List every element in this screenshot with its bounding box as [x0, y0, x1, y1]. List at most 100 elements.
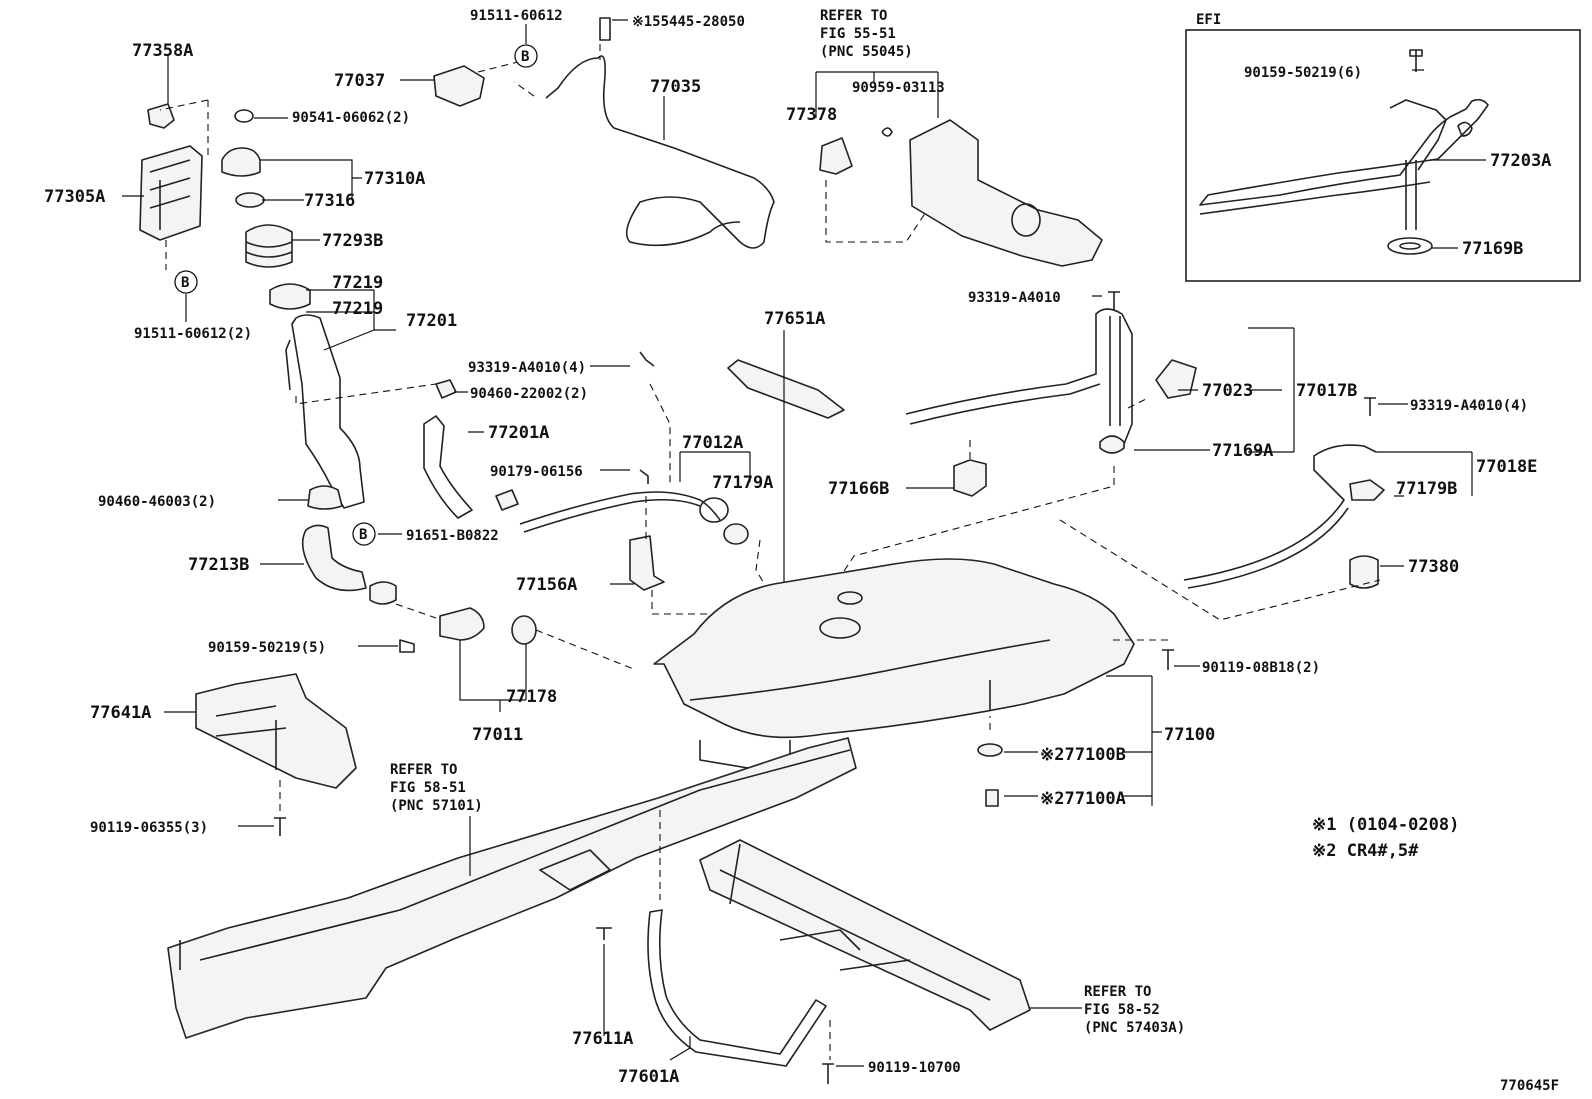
label-77213b: 77213B [188, 555, 249, 575]
label-90460-46: 90460-46003(2) [98, 494, 216, 510]
vent-dash [645, 383, 787, 621]
label-77201: 77201 [406, 311, 457, 331]
efi-inset: EFI 90159-50219(6) 77203A 77169B [1185, 12, 1581, 282]
tank-leaders [1004, 665, 1200, 806]
bolt-90179-part [639, 469, 649, 484]
efi-inset-label: EFI [1196, 12, 1221, 28]
door-77305a-detail [149, 159, 191, 230]
gauge-77017b-part [905, 308, 1133, 445]
bolt-93319-c-part [1364, 397, 1376, 416]
sender-77011-part [439, 607, 485, 641]
ref-right-line3: (PNC 57403A) [1084, 1020, 1185, 1036]
label-77305a: 77305A [44, 187, 105, 207]
callout-b-mid-text: B [359, 527, 367, 543]
note-1: ※1 (0104-0208) [1312, 815, 1459, 835]
filler-pipe-leaders [306, 289, 396, 351]
label-93319-a: 93319-A4010 [968, 290, 1061, 306]
callout-b-top-text: B [521, 49, 529, 65]
gasket-77100b-part [977, 743, 1003, 757]
bolt-90119-08-part [1162, 649, 1174, 670]
filler-door-dash [159, 99, 209, 270]
label-77178: 77178 [506, 687, 557, 707]
clamp-pipe-part [495, 489, 519, 511]
label-155445: ※155445-28050 [632, 14, 745, 30]
ref-right-line2: FIG 58-52 [1084, 1002, 1160, 1018]
label-93319-c: 93319-A4010(4) [1410, 398, 1528, 414]
tube-77012a-part [519, 491, 721, 533]
label-77293b: 77293B [322, 231, 383, 251]
bolt-90119-10-part [822, 1063, 834, 1084]
gasket-77169b-part [1387, 237, 1433, 255]
label-77156a: 77156A [516, 575, 577, 595]
label-91511-left: 91511-60612(2) [134, 326, 252, 342]
ref-top-line1: REFER TO [820, 8, 887, 24]
gasket-77169b-hole [1399, 242, 1421, 250]
callout-b-top [514, 44, 538, 68]
bracket-77023-part [1155, 359, 1197, 399]
label-90159-5: 90159-50219(5) [208, 640, 326, 656]
label-90959: 90959-03113 [852, 80, 945, 96]
gasket-77179a-part [723, 523, 749, 545]
label-77100: 77100 [1164, 725, 1215, 745]
frame-57403a-details [719, 843, 991, 1001]
label-77651a: 77651A [764, 309, 825, 329]
callout-b-left [174, 270, 198, 294]
gasket-77169a-part [1099, 435, 1125, 454]
frame-57101-details [179, 749, 851, 970]
protector-group: REFER TO FIG 55-51 (PNC 55045) 90959-031… [786, 8, 1103, 267]
bolt-93319-b-part [639, 351, 655, 367]
bolt-inset-part [1409, 49, 1423, 72]
bolt-93319-a-part [1108, 291, 1120, 310]
opener-group: B 91511-60612 ※155445-28050 77037 77035 [334, 8, 775, 249]
clamp-90460-46-part [307, 485, 343, 510]
lower-left-leaders [358, 640, 527, 712]
filter-77380-part [1349, 555, 1379, 589]
protector-55045-part [909, 119, 1103, 267]
opener-dash [477, 44, 601, 97]
plug-77100a-part [985, 789, 999, 807]
bolt-90159-5-part [399, 639, 415, 653]
plate-77012a-part [699, 497, 729, 523]
pump-pipe-lines-part [1199, 99, 1447, 230]
sender-group: 93319-A4010 77023 77017B 77169A 77166B [828, 290, 1357, 587]
ref-left-line2: FIG 58-51 [390, 780, 466, 796]
hose-77201a-part [423, 415, 473, 519]
label-90541: 90541-06062(2) [292, 110, 410, 126]
label-90119-10: 90119-10700 [868, 1060, 961, 1076]
frame-57403a-part [699, 839, 1031, 1031]
label-77219b: 77219 [332, 299, 383, 319]
cap-77310a-part [221, 147, 261, 177]
filler-pipe-dash [295, 383, 437, 405]
bracket-77156a-part [629, 535, 665, 591]
clip-90959-part [881, 127, 893, 137]
ref-left-line3: (PNC 57101) [390, 798, 483, 814]
strap-77601a-part [647, 909, 827, 1067]
label-77100a: ※277100A [1040, 789, 1126, 809]
ref-top-line3: (PNC 55045) [820, 44, 913, 60]
clip-155445-part [599, 17, 611, 41]
label-77179a: 77179A [712, 473, 773, 493]
fuel-line-leaders [1376, 403, 1473, 567]
protector-dash [825, 180, 927, 243]
tank-dash [989, 639, 1168, 730]
label-77641a: 77641A [90, 703, 151, 723]
opener-leaders [400, 19, 665, 140]
clamp-77378-part [819, 137, 853, 175]
vent-group: 77651A 93319-A4010(4) 77012A 90179-06156… [468, 309, 845, 630]
notes-group: ※1 (0104-0208) ※2 CR4#,5# 770645F [1312, 815, 1559, 1094]
door-77305a-part [139, 145, 203, 241]
label-77203a: 77203A [1490, 151, 1551, 171]
label-90159-inset: 90159-50219(6) [1244, 65, 1362, 81]
figure-id: 770645F [1500, 1078, 1559, 1094]
hinge-77358a-part [147, 103, 175, 129]
protector-77641a-detail [215, 705, 287, 770]
boot-77293b-ribs [245, 241, 293, 258]
protector-77641a-leaders [164, 711, 274, 827]
label-77358a: 77358A [132, 41, 193, 61]
label-77018e: 77018E [1476, 457, 1537, 477]
hose-leaders [260, 391, 484, 565]
hose-group: B 90460-46003(2) 91651-B0822 77213B 9046… [98, 379, 588, 605]
lower-left-group: 90159-50219(5) 77178 77011 [208, 603, 637, 745]
pipe-77201-breather [285, 339, 291, 391]
